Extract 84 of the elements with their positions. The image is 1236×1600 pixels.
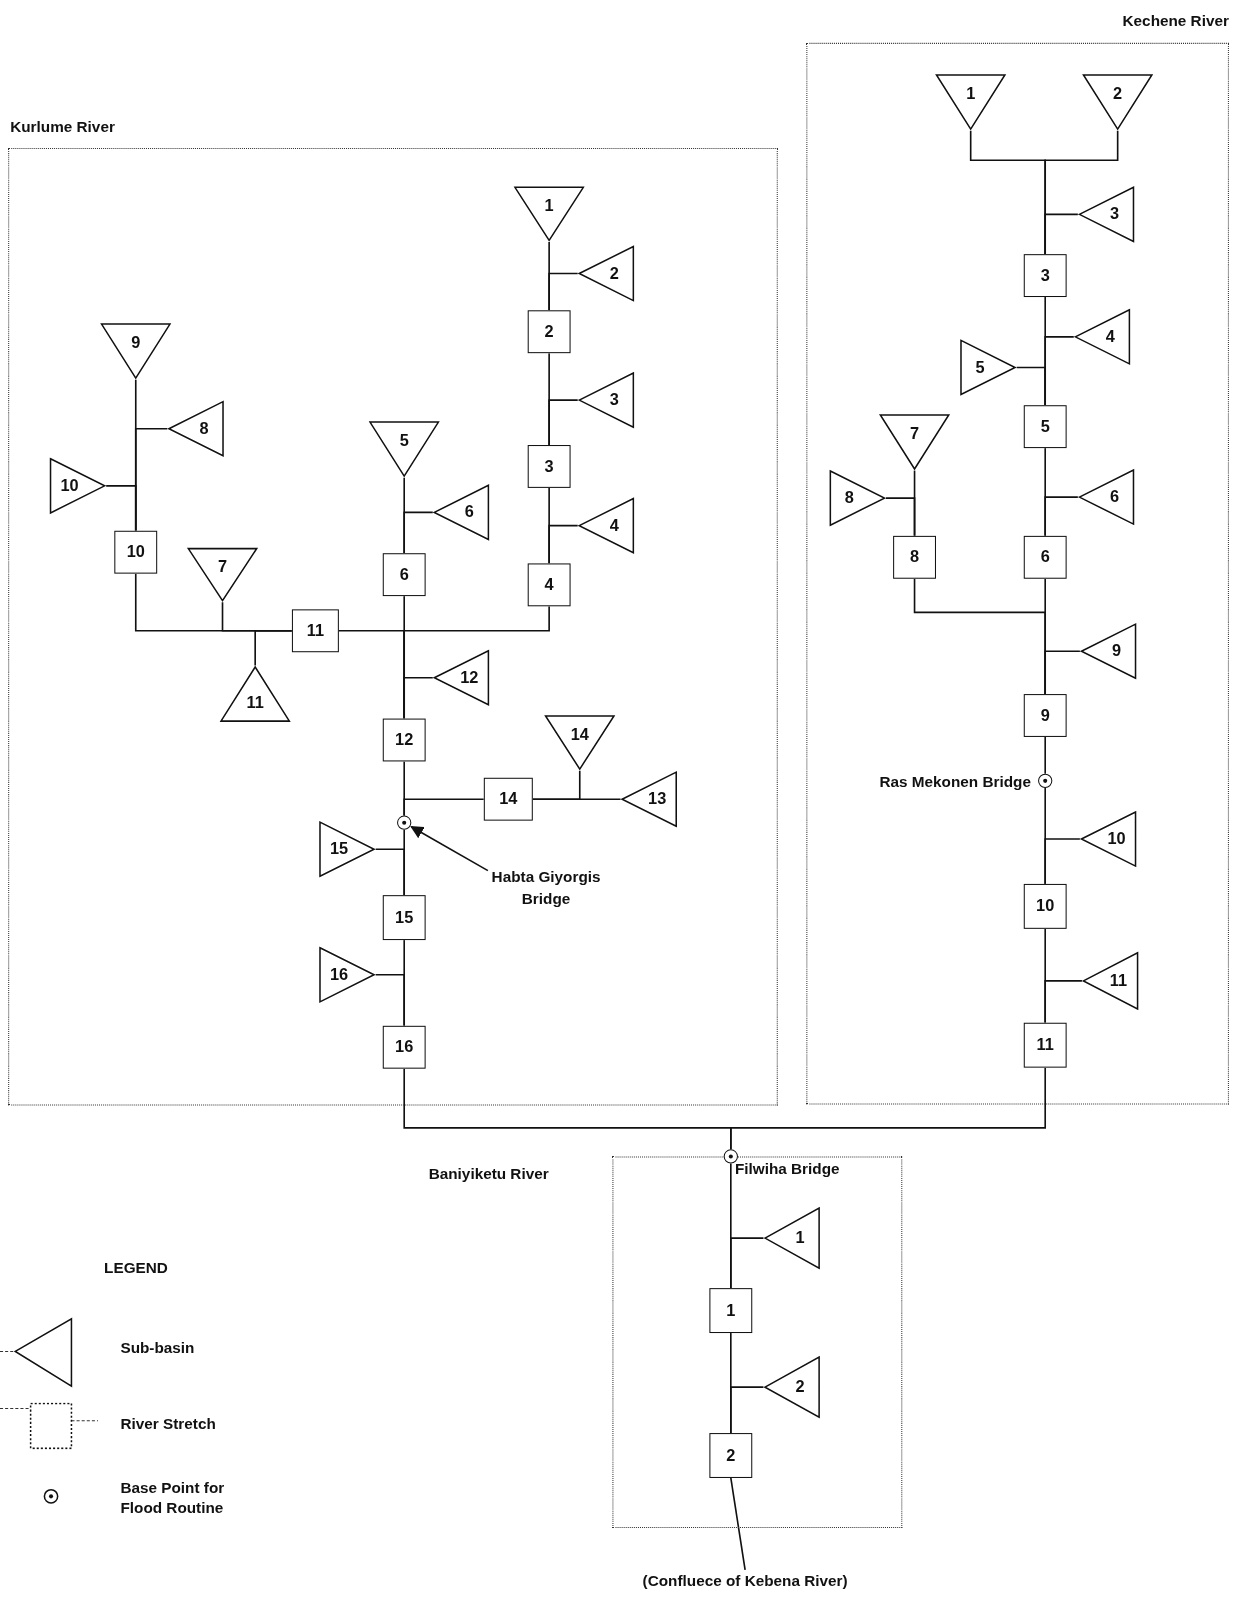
river-line	[1044, 838, 1081, 885]
sub-basin-number: 1	[794, 1228, 806, 1248]
river-line	[730, 1386, 765, 1434]
river-line	[730, 1237, 765, 1289]
sub-basin-number: 11	[1108, 971, 1129, 991]
legend-label: Base Point for Flood Routine	[120, 1478, 226, 1517]
river-line	[374, 848, 405, 896]
river-stretch-box: 2	[709, 1433, 753, 1478]
legend-label: Sub-basin	[120, 1338, 196, 1358]
river-line	[1044, 496, 1079, 537]
sub-basin-number: 14	[569, 725, 590, 744]
sub-basin-number: 1	[965, 84, 977, 104]
river-stretch-box: 10	[1023, 883, 1067, 929]
river-line	[532, 798, 622, 801]
sub-basin-number: 3	[1108, 205, 1120, 224]
river-stretch-box: 2	[527, 310, 571, 354]
river-stretch-box: 3	[1023, 254, 1067, 297]
bridge-name: Filwiha Bridge	[734, 1158, 841, 1178]
river-stretch-box: 14	[483, 777, 533, 821]
river-line	[1044, 650, 1081, 695]
place-label: Habta Giyorgis Bridge	[489, 865, 603, 913]
river-stretch-box: 6	[382, 553, 426, 597]
river-line	[1044, 213, 1079, 255]
river-stretch-box: 3	[527, 445, 571, 488]
river-line	[730, 1066, 1046, 1151]
sub-basin-number: 5	[974, 358, 986, 377]
sub-basin-number: 8	[198, 419, 210, 438]
sub-basin-number: 12	[459, 668, 480, 687]
river-stretch-box: 16	[382, 1025, 426, 1069]
river-stretch-box: 4	[527, 563, 571, 607]
sub-basin-number: 2	[794, 1377, 806, 1397]
sub-basin-number: 4	[608, 516, 620, 535]
river-line	[1015, 366, 1046, 407]
legend-heading: LEGEND	[104, 1257, 168, 1277]
river-line	[403, 511, 434, 555]
base-point-marker	[397, 815, 412, 830]
river-line	[1044, 736, 1046, 775]
river-line	[730, 1477, 746, 1571]
river-stretch-box: 11	[291, 609, 339, 653]
sub-basin-number: 2	[1112, 84, 1124, 104]
sub-basin-number: 8	[843, 488, 855, 508]
sub-basin-number: 9	[1110, 642, 1122, 661]
sub-basin-number: 11	[245, 694, 265, 713]
river-line	[105, 485, 137, 532]
river-stretch-box: 5	[1023, 405, 1067, 449]
sub-basin-number: 6	[1108, 487, 1120, 507]
river-line	[548, 272, 579, 312]
river-line	[403, 676, 434, 720]
basin-name: Baniyiketu River	[428, 1163, 550, 1183]
sub-basin-number: 10	[59, 476, 80, 496]
sub-basin-number: 3	[608, 390, 620, 410]
river-stretch-box: 10	[114, 530, 158, 574]
sub-basin-number: 1	[543, 196, 555, 216]
basin-name: Kechene River	[1121, 10, 1229, 30]
basin-name: Kurlume River	[10, 116, 116, 136]
river-stretch-box: 6	[1023, 535, 1067, 579]
river-line	[374, 973, 405, 1027]
sub-basin-number: 13	[647, 790, 668, 809]
river-line	[403, 798, 485, 817]
river-stretch-box: 8	[893, 535, 936, 579]
sub-basin-number: 6	[463, 503, 475, 522]
river-line	[548, 399, 579, 446]
river-stretch-box: 11	[1023, 1022, 1067, 1068]
sub-basin-number: 4	[1104, 327, 1116, 346]
sub-basin-number: 5	[398, 431, 410, 451]
sub-basin-number: 2	[608, 264, 620, 283]
sub-basin-number: 10	[1106, 829, 1127, 849]
legend-label: River Stretch	[120, 1413, 217, 1434]
sub-basin-number: 15	[328, 840, 350, 859]
bridge-name: Ras Mekonen Bridge	[878, 771, 1031, 792]
river-stretch-box: 9	[1023, 694, 1067, 737]
river-line	[885, 497, 916, 537]
sub-basin-number: 16	[328, 965, 350, 984]
river-line	[254, 629, 293, 667]
river-stretch-box: 12	[382, 718, 426, 762]
place-label: (Confluece of Kebena River)	[612, 1569, 878, 1593]
sub-basin-number: 7	[216, 557, 229, 577]
sub-basin-number: 9	[130, 333, 142, 353]
river-line	[548, 524, 579, 565]
river-stretch-box: 15	[382, 895, 426, 941]
river-stretch-box: 1	[709, 1288, 753, 1334]
leader-arrow	[410, 825, 489, 872]
river-line	[1044, 980, 1083, 1024]
sub-basin-number: 7	[909, 424, 921, 444]
